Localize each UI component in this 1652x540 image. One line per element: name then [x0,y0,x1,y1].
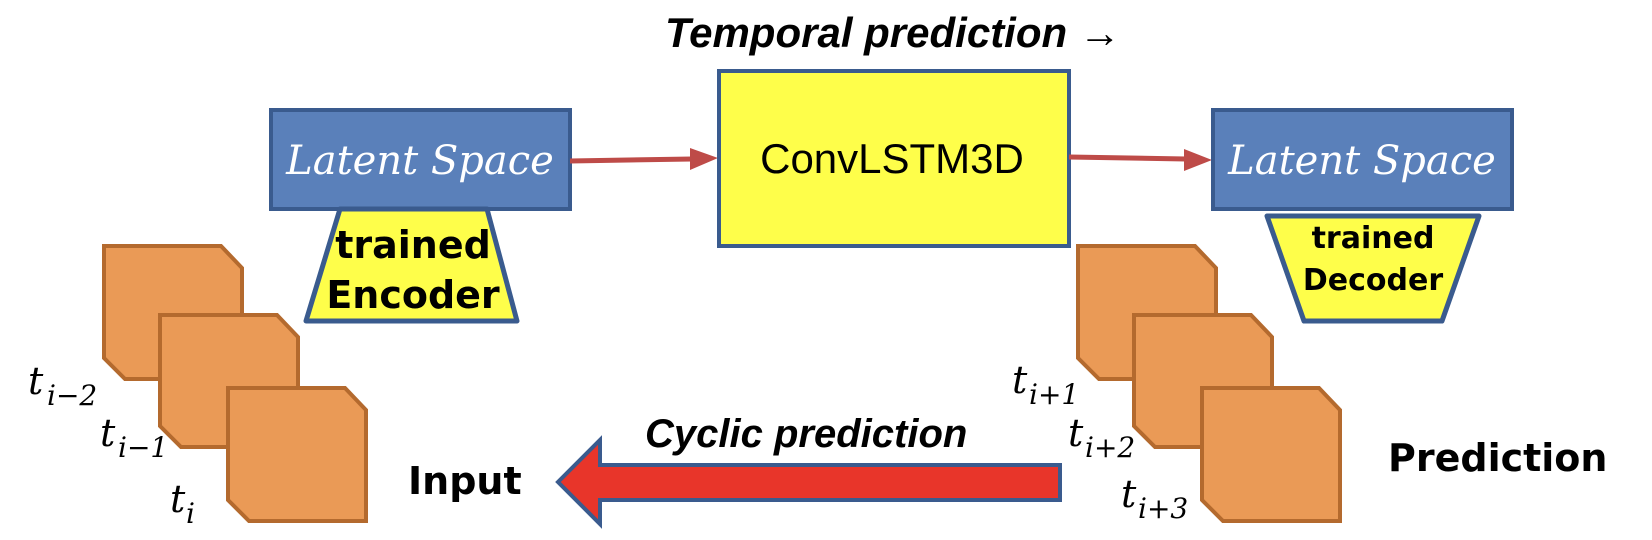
svg-text:t: t [28,359,44,403]
latent-space-box-left [269,108,572,211]
svg-text:i−2: i−2 [47,379,97,412]
decoder-label-line1: trained [1312,221,1435,256]
arrow-to-latent-right [1068,154,1187,162]
input-label: Input [408,459,522,503]
prediction-time-label-1: t i+1 [1012,358,1079,411]
arrow-to-convlstm [569,156,693,164]
arrow-to-convlstm-head [690,148,718,170]
latent-space-label-left: Latent Space [285,138,554,184]
arrow-to-latent-right-head [1184,149,1212,171]
prediction-label: Prediction [1388,436,1607,480]
svg-text:t: t [1068,411,1084,455]
svg-text:i−1: i−1 [118,431,168,464]
decoder-label-line2: Decoder [1303,263,1443,298]
svg-text:i: i [186,497,195,530]
input-frame-tile-3 [226,386,368,523]
latent-space-label-right: Latent Space [1227,138,1496,184]
latent-space-box-right [1211,108,1514,211]
cyclic-prediction-arrow [555,435,1062,529]
svg-text:i+1: i+1 [1029,378,1079,411]
svg-text:t: t [170,477,186,521]
convlstm-box [717,69,1071,248]
svg-text:t: t [1121,472,1137,516]
temporal-prediction-label: Temporal prediction → [665,9,1121,56]
input-time-label-3: t i [170,477,195,530]
svg-text:t: t [1012,358,1028,402]
prediction-frame-tile-3 [1200,386,1342,523]
encoder-label-line2: Encoder [326,273,500,317]
decoder-block [1264,213,1482,324]
prediction-time-label-2: t i+2 [1068,411,1135,464]
input-time-label-1: t i−2 [28,359,97,412]
encoder-label-line1: trained [335,223,491,267]
svg-text:i+2: i+2 [1085,431,1135,464]
svg-text:i+3: i+3 [1138,492,1188,525]
svg-text:t: t [100,411,116,455]
convlstm-label: ConvLSTM3D [760,135,1024,182]
cyclic-prediction-label: Cyclic prediction [645,412,967,456]
input-time-label-2: t i−1 [100,411,168,464]
prediction-time-label-3: t i+3 [1121,472,1188,525]
encoder-block [303,206,520,324]
